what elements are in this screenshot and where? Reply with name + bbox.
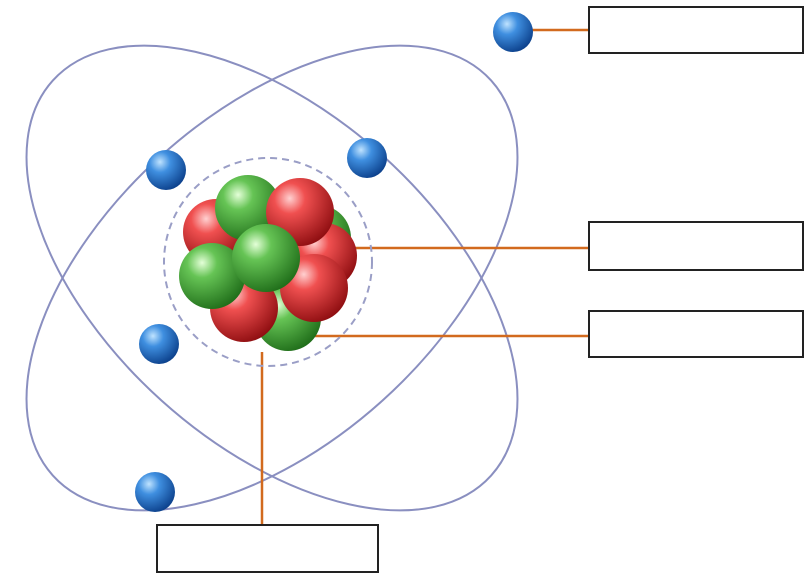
- neutron: [179, 243, 245, 309]
- electron: [135, 472, 175, 512]
- nucleus-boundary: [163, 157, 373, 367]
- nucleus: [179, 175, 357, 351]
- neutron: [232, 224, 300, 292]
- electron: [146, 150, 186, 190]
- electron-label-box[interactable]: [588, 6, 804, 54]
- electron: [493, 12, 533, 52]
- nucleus-label-box[interactable]: [588, 221, 804, 271]
- proton-label-box[interactable]: [156, 524, 379, 573]
- electron: [139, 324, 179, 364]
- electron: [347, 138, 387, 178]
- neutron-label-box[interactable]: [588, 310, 804, 358]
